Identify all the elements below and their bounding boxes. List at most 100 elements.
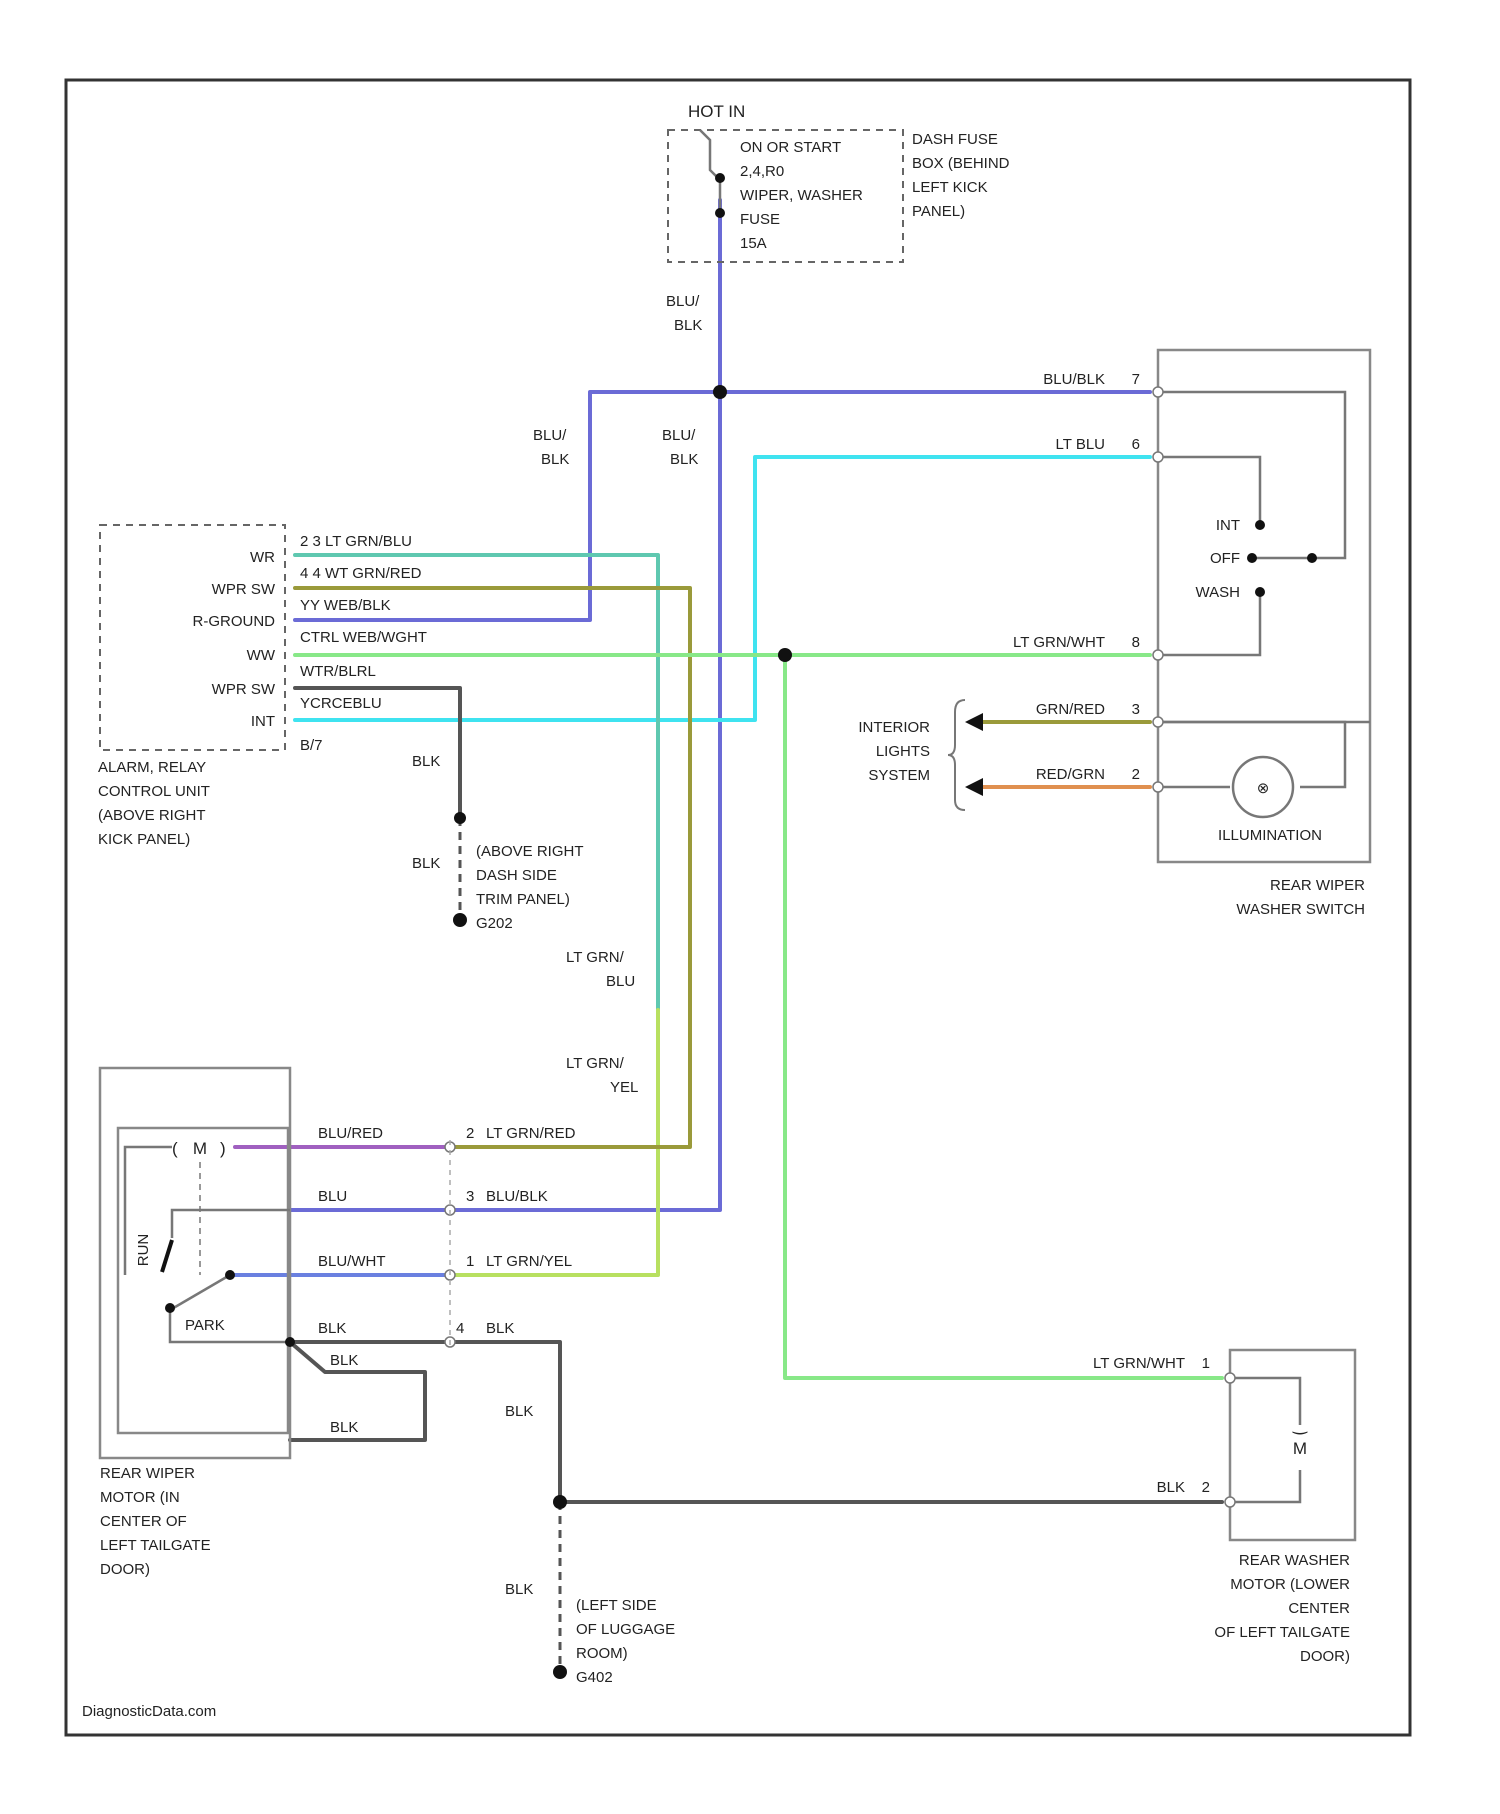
washer-symbol: M [1293,1439,1307,1458]
g402-ground-icon [553,1665,567,1679]
switch-wire-0-pin: 7 [1132,371,1140,388]
motor-wire-right-1-pin: 3 [466,1188,474,1205]
washer-pin-2 [1225,1497,1235,1507]
fuse-dot-top [715,173,725,183]
wire-lt-grn-yel [450,1010,658,1275]
g402-location-2: ROOM) [576,1645,628,1662]
switch-contact-off [1247,553,1257,563]
label-lt-grn-blu-0: LT GRN/ [566,949,625,966]
switch-wire-3-name: GRN/RED [1036,701,1105,718]
relay-wire-2: YY WEB/BLK [300,597,391,614]
washer-wire-2-pin: 2 [1202,1479,1210,1496]
fuse-header: HOT IN [688,102,745,121]
motor-title-4: DOOR) [100,1561,150,1578]
relay-connector: B/7 [300,737,323,754]
washer-pin-1 [1225,1373,1235,1383]
motor-park: PARK [185,1317,225,1334]
g202-ground-icon [453,913,467,927]
motor-symbol: M [193,1139,207,1158]
switch-wire-1-name: LT BLU [1056,436,1105,453]
switch-wire-3-pin: 3 [1132,701,1140,718]
washer-title-4: DOOR) [1300,1648,1350,1665]
relay-title-1: CONTROL UNIT [98,783,210,800]
washer-title-2: CENTER [1288,1600,1350,1617]
switch-title-1: WASHER SWITCH [1236,901,1365,918]
motor-wire-left-0: BLU/RED [318,1125,383,1142]
switch-wire-1-pin: 6 [1132,436,1140,453]
g202-location-1: DASH SIDE [476,867,557,884]
label-blu-blk-mid-1: BLK [670,451,698,468]
washer-int-2 [1235,1470,1300,1502]
relay-title-0: ALARM, RELAY [98,759,206,776]
motor-title-0: REAR WIPER [100,1465,195,1482]
motor-inner-wire-0: BLK [330,1352,358,1369]
motor-park-dot [165,1303,175,1313]
motor-box-outer [100,1068,290,1458]
fuse-line-2: WIPER, WASHER [740,187,863,204]
g202-location-3: G202 [476,915,513,932]
relay-wire-0: 2 3 LT GRN/BLU [300,533,412,550]
splice-blk-ground [553,1495,567,1509]
label-blu-blk-mid-0: BLU/ [662,427,696,444]
label-lt-grn-yel-1: YEL [610,1079,638,1096]
washer-wire-1-name: LT GRN/WHT [1093,1355,1185,1372]
bulb-filament-icon: ⊗ [1257,780,1270,797]
fuse-internal [700,130,720,215]
label-lt-grn-yel-0: LT GRN/ [566,1055,625,1072]
relay-title-2: (ABOVE RIGHT [98,807,206,824]
switch-pos-wash: WASH [1196,584,1240,601]
relay-wire-5: YCRCEBLU [300,695,382,712]
g202-location-0: (ABOVE RIGHT [476,843,584,860]
switch-illum-line [1163,722,1345,787]
fuse-line-0: ON OR START [740,139,841,156]
motor-wire-right-2-name: LT GRN/YEL [486,1253,572,1270]
g202-dot-top [454,812,466,824]
relay-wire-3: CTRL WEB/WGHT [300,629,427,646]
g402-location-3: G402 [576,1669,613,1686]
g202-wire-1: BLK [412,753,440,770]
fuse-location-2: LEFT KICK [912,179,988,196]
motor-run: RUN [135,1234,152,1267]
label-lt-grn-blu-1: BLU [606,973,635,990]
g402-location-1: OF LUGGAGE [576,1621,675,1638]
switch-pin-8 [1153,650,1163,660]
fuse-dot-bottom [715,208,725,218]
interior-label-1: LIGHTS [876,743,930,760]
washer-wire-2-name: BLK [1157,1479,1185,1496]
motor-title-3: LEFT TAILGATE [100,1537,211,1554]
interior-bracket [948,700,965,810]
g202-wire-2: BLK [412,855,440,872]
fuse-line-3: FUSE [740,211,780,228]
switch-wire-4-name: RED/GRN [1036,766,1105,783]
relay-pin-4: WPR SW [212,681,276,698]
motor-wire-right-1-name: BLU/BLK [486,1188,548,1205]
fuse-wire-0: BLU/ [666,293,700,310]
switch-pin-6 [1153,452,1163,462]
relay-wire-1: 4 4 WT GRN/RED [300,565,422,582]
washer-paren-top: ‿ [1292,1415,1308,1434]
motor-wire-right-0-pin: 2 [466,1125,474,1142]
motor-paren-right: ) [220,1139,226,1158]
switch-title-0: REAR WIPER [1270,877,1365,894]
relay-pin-0: WR [250,549,275,566]
switch-int-7 [1163,392,1345,558]
washer-wire-1-pin: 1 [1202,1355,1210,1372]
switch-wire-2-name: LT GRN/WHT [1013,634,1105,651]
switch-pin-2 [1153,782,1163,792]
switch-contact-int [1255,520,1265,530]
motor-wire-left-2: BLU/WHT [318,1253,386,1270]
wire-lt-grn-wht-washer [785,655,1222,1378]
fuse-location-1: BOX (BEHIND [912,155,1010,172]
fuse-line-1: 2,4,R0 [740,163,784,180]
watermark: DiagnosticData.com [82,1703,216,1720]
g402-location-0: (LEFT SIDE [576,1597,657,1614]
switch-illumination: ILLUMINATION [1218,827,1322,844]
motor-run-contact [162,1240,172,1272]
motor-paren-left: ( [172,1139,178,1158]
relay-title-3: KICK PANEL) [98,831,190,848]
relay-pin-3: WW [247,647,276,664]
relay-pin-1: WPR SW [212,581,276,598]
motor-wire-left-3: BLK [318,1320,346,1337]
motor-wire-right-3-name: BLK [486,1320,514,1337]
arrow-red-grn-icon [965,778,983,796]
